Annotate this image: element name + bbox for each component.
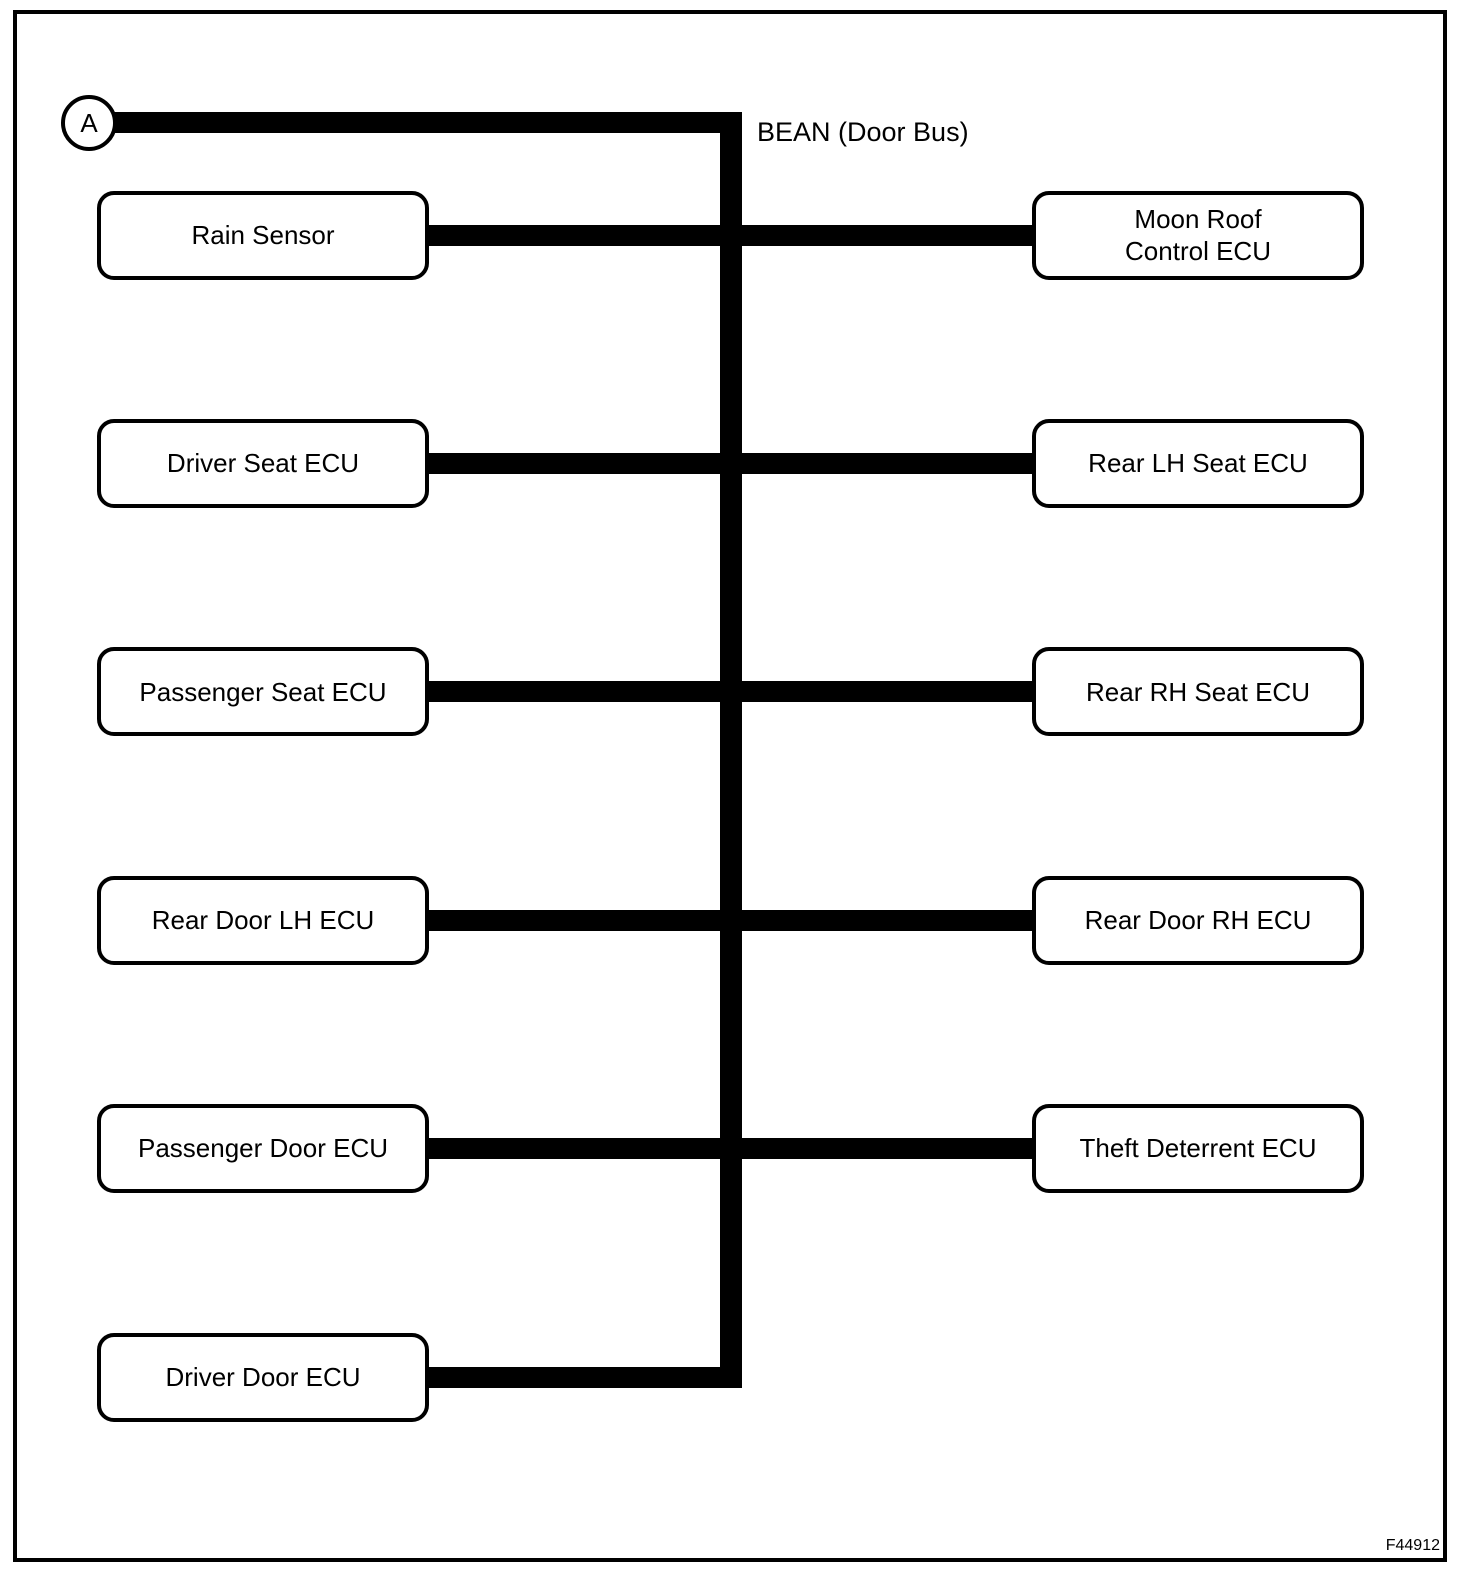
bus-branch-line <box>720 452 1036 474</box>
ecu-box-label: Rain Sensor <box>191 219 335 250</box>
connector-a-node: A <box>61 95 117 151</box>
ecu-box-label: Moon Roof <box>1134 203 1262 234</box>
ecu-box-label: Theft Deterrent ECU <box>1079 1133 1317 1164</box>
bus-branch-line <box>720 909 1036 931</box>
bus-label: BEAN (Door Bus) <box>757 117 969 147</box>
ecu-box-label: Passenger Door ECU <box>138 1133 388 1164</box>
passenger-seat-ecu-box: Passenger Seat ECU <box>97 647 429 737</box>
bus-branch-line <box>720 224 1036 246</box>
bus-branch-line <box>425 224 742 246</box>
ecu-box-label: Control ECU <box>1125 236 1271 266</box>
bus-branch-line <box>425 1366 742 1388</box>
ecu-box-label: Driver Seat ECU <box>166 448 360 479</box>
bus-trunk-line <box>720 112 742 1388</box>
driver-door-ecu-box: Driver Door ECU <box>97 1332 429 1422</box>
ecu-box-label: Rear Door RH ECU <box>1084 904 1312 935</box>
passenger-door-ecu-box: Passenger Door ECU <box>97 1104 429 1194</box>
theft-deterrent-ecu-box: Theft Deterrent ECU <box>1032 1104 1364 1194</box>
driver-seat-ecu-box: Driver Seat ECU <box>97 418 429 508</box>
ecu-box-label: Driver Door ECU <box>165 1361 361 1392</box>
ecu-box-label: Rear RH Seat ECU <box>1086 676 1310 707</box>
bus-branch-line <box>425 681 742 703</box>
bus-branch-line <box>720 681 1036 703</box>
bus-feed-line <box>89 112 742 133</box>
rear-door-rh-ecu-box: Rear Door RH ECU <box>1032 875 1364 965</box>
bus-branch-line <box>425 909 742 931</box>
bus-branch-line <box>425 1138 742 1160</box>
bus-branch-line <box>720 1138 1036 1160</box>
ecu-box-label: Rear LH Seat ECU <box>1088 448 1308 479</box>
ecu-box-label: Passenger Seat ECU <box>139 676 387 707</box>
connector-a-label: A <box>80 107 98 138</box>
rain-sensor-box: Rain Sensor <box>97 190 429 280</box>
figure-id: F44912 <box>1385 1537 1440 1554</box>
rear-lh-seat-ecu-box: Rear LH Seat ECU <box>1032 418 1364 508</box>
diagram-border <box>13 10 1447 1562</box>
ecu-box-label: Rear Door LH ECU <box>151 904 375 935</box>
rear-rh-seat-ecu-box: Rear RH Seat ECU <box>1032 647 1364 737</box>
bus-branch-line <box>425 452 742 474</box>
rear-door-lh-ecu-box: Rear Door LH ECU <box>97 875 429 965</box>
